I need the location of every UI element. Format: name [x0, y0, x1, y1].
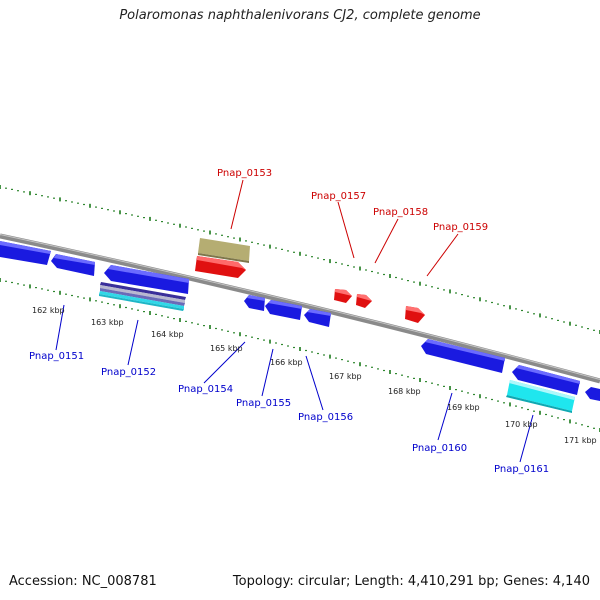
striped-feature[interactable] — [99, 282, 186, 311]
gene-label-pnap-0156[interactable]: Pnap_0156 — [298, 412, 353, 423]
gene-pnap-0157[interactable] — [334, 289, 352, 303]
gene-label-pnap-0155[interactable]: Pnap_0155 — [236, 398, 291, 409]
khaki-feature[interactable] — [198, 238, 250, 263]
gene-label-pnap-0153[interactable]: Pnap_0153 — [217, 168, 272, 179]
forward-gene-labels: Pnap_0153 Pnap_0157 Pnap_0158 Pnap_0159 — [217, 168, 488, 233]
kbp-labels: 162 kbp 163 kbp 164 kbp 165 kbp 166 kbp … — [32, 306, 597, 445]
kbp-label: 167 kbp — [329, 372, 362, 381]
kbp-label: 166 kbp — [270, 358, 303, 367]
gene-pnap-0160[interactable] — [421, 339, 505, 373]
forward-strand-features — [195, 238, 425, 323]
gene-pnap-0153[interactable] — [195, 256, 246, 278]
kbp-label: 169 kbp — [447, 403, 480, 412]
gene-label-pnap-0159[interactable]: Pnap_0159 — [433, 222, 488, 233]
kbp-label: 171 kbp — [564, 436, 597, 445]
gene-label-pnap-0160[interactable]: Pnap_0160 — [412, 443, 467, 454]
gene-pnap-0155[interactable] — [265, 300, 302, 320]
genome-info-text: Topology: circular; Length: 4,410,291 bp… — [232, 574, 590, 589]
reverse-strand-features — [0, 241, 600, 413]
kbp-label: 163 kbp — [91, 318, 124, 327]
gene-pnap-0161-arrow[interactable] — [512, 365, 580, 395]
gene-label-pnap-0151[interactable]: Pnap_0151 — [29, 351, 84, 362]
gene-pnap-0159[interactable] — [405, 306, 425, 323]
gene-pnap-0152[interactable] — [104, 265, 189, 294]
inner-tick-track — [0, 278, 600, 432]
gene-pnap-0156[interactable] — [304, 309, 331, 327]
gene-label-pnap-0158[interactable]: Pnap_0158 — [373, 207, 428, 218]
map-title: Polaromonas naphthalenivorans CJ2, compl… — [119, 8, 481, 23]
outer-tick-track — [0, 185, 600, 334]
accession-text: Accession: NC_008781 — [9, 574, 157, 589]
gene-pnap-0154[interactable] — [244, 295, 265, 311]
gene-label-pnap-0157[interactable]: Pnap_0157 — [311, 191, 366, 202]
gene-label-pnap-0161[interactable]: Pnap_0161 — [494, 464, 549, 475]
kbp-label: 168 kbp — [388, 387, 421, 396]
gene-edge-arrow[interactable] — [585, 387, 600, 401]
gene-label-pnap-0154[interactable]: Pnap_0154 — [178, 384, 233, 395]
kbp-label: 162 kbp — [32, 306, 65, 315]
cyan-feature[interactable] — [506, 380, 575, 413]
gene-label-pnap-0152[interactable]: Pnap_0152 — [101, 367, 156, 378]
reverse-gene-labels: Pnap_0151 Pnap_0152 Pnap_0154 Pnap_0155 … — [29, 351, 549, 475]
kbp-label: 165 kbp — [210, 344, 243, 353]
gene-pnap-0151[interactable] — [0, 241, 51, 265]
gene-pnap-0152-arrow[interactable] — [51, 254, 95, 276]
kbp-label: 170 kbp — [505, 420, 538, 429]
kbp-label: 164 kbp — [151, 330, 184, 339]
gene-pnap-0158[interactable] — [356, 294, 372, 308]
leader-lines — [55, 179, 534, 463]
genome-backbone — [0, 233, 600, 384]
